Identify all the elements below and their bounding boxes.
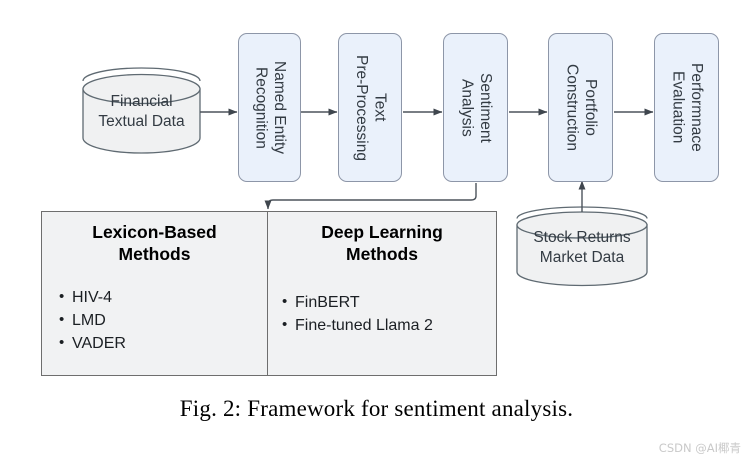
process-box-text-pre-processing[interactable]: Text Pre-Processing [338, 33, 402, 182]
lexicon-based-methods-list: HIV-4LMDVADER [42, 286, 267, 356]
process-label-portfolio-construction: Portfolio Construction [563, 63, 599, 151]
deep-learning-methods-title: Deep Learning Methods [321, 222, 443, 264]
list-item: Fine-tuned Llama 2 [282, 314, 496, 338]
list-item: LMD [59, 309, 267, 333]
list-item: VADER [59, 332, 267, 356]
lexicon-based-methods-column: Lexicon-Based Methods HIV-4LMDVADER [42, 212, 268, 375]
list-item: HIV-4 [59, 286, 267, 310]
deep-learning-methods-column: Deep Learning Methods FinBERTFine-tuned … [268, 212, 496, 375]
process-box-sentiment-analysis[interactable]: Sentiment Analysis [443, 33, 508, 182]
sentiment-methods-panel: Lexicon-Based Methods HIV-4LMDVADER Deep… [41, 211, 497, 376]
process-label-performance-evaluation: Performnace Evaluation [669, 63, 705, 152]
arrow-sentiment-to-methods-panel [264, 183, 477, 210]
lexicon-based-methods-title: Lexicon-Based Methods [92, 222, 217, 264]
figure-caption: Fig. 2: Framework for sentiment analysis… [179, 396, 574, 421]
process-box-performance-evaluation[interactable]: Performnace Evaluation [654, 33, 719, 182]
stock-returns-market-data-cylinder [516, 206, 648, 287]
financial-textual-data-cylinder [82, 67, 201, 154]
deep-learning-methods-list: FinBERTFine-tuned Llama 2 [268, 291, 496, 338]
process-box-portfolio-construction[interactable]: Portfolio Construction [548, 33, 613, 182]
process-label-sentiment-analysis: Sentiment Analysis [458, 72, 494, 143]
list-item: FinBERT [282, 291, 496, 315]
process-box-named-entity-recognition[interactable]: Named Entity Recognition [238, 33, 301, 182]
process-label-named-entity-recognition: Named Entity Recognition [252, 60, 288, 155]
csdn-watermark: CSDN @AI椰青 [658, 441, 741, 455]
process-label-text-pre-processing: Text Pre-Processing [353, 54, 389, 161]
